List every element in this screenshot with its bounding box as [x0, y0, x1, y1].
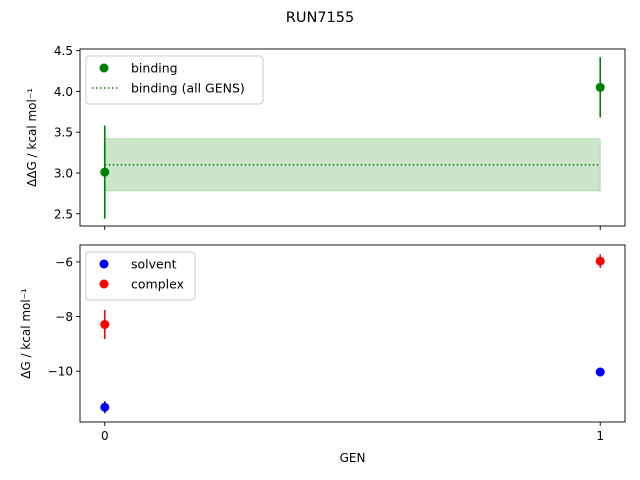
y-axis-label: ΔΔG / kcal mol⁻¹	[25, 88, 39, 187]
binding-point	[595, 82, 605, 92]
y-tick-label: 4.5	[54, 44, 73, 58]
binding-point	[100, 167, 110, 177]
complex-point	[595, 256, 605, 266]
legend-marker	[99, 259, 109, 269]
legend-box	[85, 55, 264, 105]
y-tick-label: 3.5	[54, 126, 73, 140]
y-tick-label: −10	[48, 365, 73, 379]
legend-label: binding (all GENS)	[131, 81, 245, 96]
legend-marker	[99, 279, 109, 289]
y-tick-label: 3.0	[54, 166, 73, 180]
y-tick-label: 4.0	[54, 85, 73, 99]
x-axis-label: GEN	[340, 451, 366, 465]
x-tick-label: 0	[101, 429, 109, 443]
legend: binding binding (all GENS)	[85, 55, 264, 105]
legend-box	[85, 251, 196, 301]
legend-marker	[99, 63, 109, 73]
x-tick-label: 1	[596, 429, 604, 443]
y-tick-label: −6	[55, 255, 73, 269]
bottom-axes-solvent-complex: −10 −8 −6 0 1 ΔG / kcal mol⁻¹ GEN solvent comple…	[19, 244, 626, 465]
y-axis-label: ΔG / kcal mol⁻¹	[19, 288, 33, 379]
solvent-point	[595, 367, 605, 377]
figure-title: RUN7155	[286, 10, 354, 26]
solvent-point	[100, 402, 110, 412]
y-tick-label: −8	[55, 310, 73, 324]
y-tick-label: 2.5	[54, 207, 73, 221]
axes-frame	[79, 244, 626, 423]
legend: solvent complex	[85, 251, 196, 301]
legend-label: solvent	[131, 257, 177, 272]
legend-label: complex	[131, 277, 184, 292]
complex-point	[100, 319, 110, 329]
legend-label: binding	[131, 61, 178, 76]
axes-frame	[79, 48, 626, 227]
